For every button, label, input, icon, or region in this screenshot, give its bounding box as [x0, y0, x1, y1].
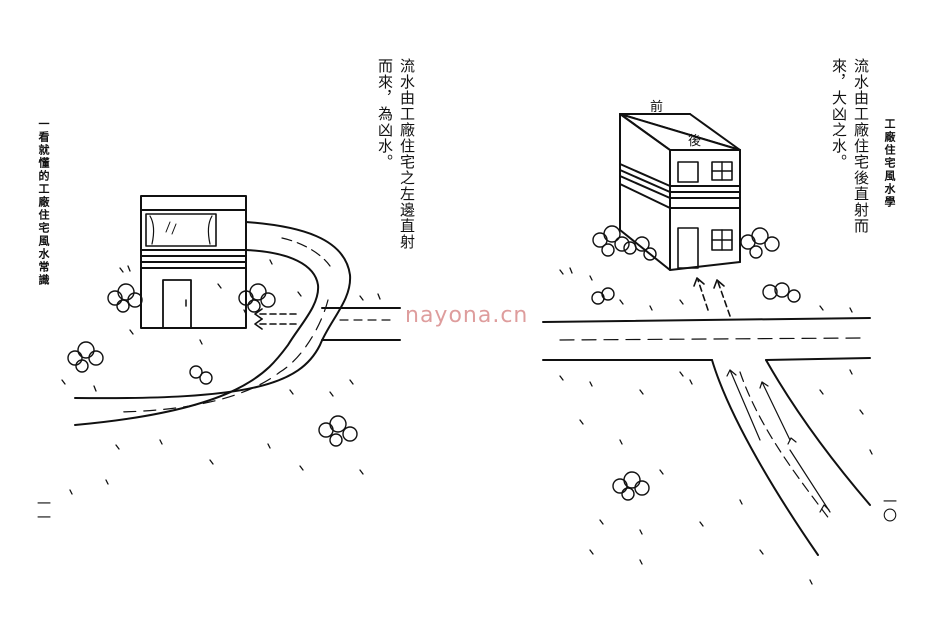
- label-back: 後: [688, 134, 702, 149]
- label-front: 前: [650, 100, 664, 115]
- right-building-illustration: [619, 113, 741, 271]
- left-building-illustration: [140, 195, 247, 329]
- left-bushes: [67, 283, 358, 447]
- right-grass: [559, 267, 873, 585]
- left-river-illustration: [74, 221, 401, 426]
- right-bushes: [591, 225, 801, 501]
- right-caption-col2: 來，大凶之水。: [830, 58, 848, 170]
- watermark-text: nayona.cn: [405, 303, 529, 328]
- left-caption-col2: 而來，為凶水。: [376, 58, 394, 170]
- right-side-title: 工廠住宅風水學: [883, 118, 896, 209]
- right-page-number: 一〇: [881, 494, 897, 522]
- left-caption-col1: 流水由工廠住宅之左邊直射: [398, 58, 416, 250]
- right-caption-col1: 流水由工廠住宅後直射而: [852, 58, 870, 234]
- left-grass: [61, 259, 381, 495]
- left-side-title: 一看就懂的工廠住宅風水常識: [37, 118, 50, 287]
- right-river-illustration: [542, 277, 871, 556]
- left-page-number: 一一: [35, 496, 51, 524]
